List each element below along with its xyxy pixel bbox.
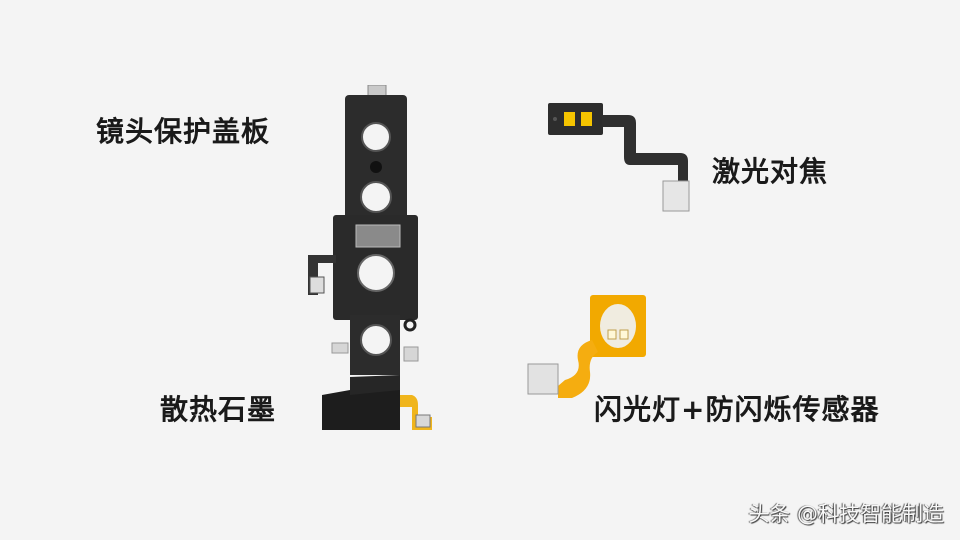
label-laser-focus: 激光对焦 (712, 155, 829, 188)
flash-module-image (520, 290, 650, 400)
label-graphite: 散热石墨 (160, 393, 277, 426)
watermark: 头条 @科技智能制造 (748, 502, 944, 526)
lens-cover-bracket-image (300, 85, 460, 435)
laser-focus-module-image (540, 95, 700, 220)
label-lens-cover: 镜头保护盖板 (96, 115, 271, 148)
label-flash-sensor: 闪光灯+防闪烁传感器 (594, 393, 880, 426)
